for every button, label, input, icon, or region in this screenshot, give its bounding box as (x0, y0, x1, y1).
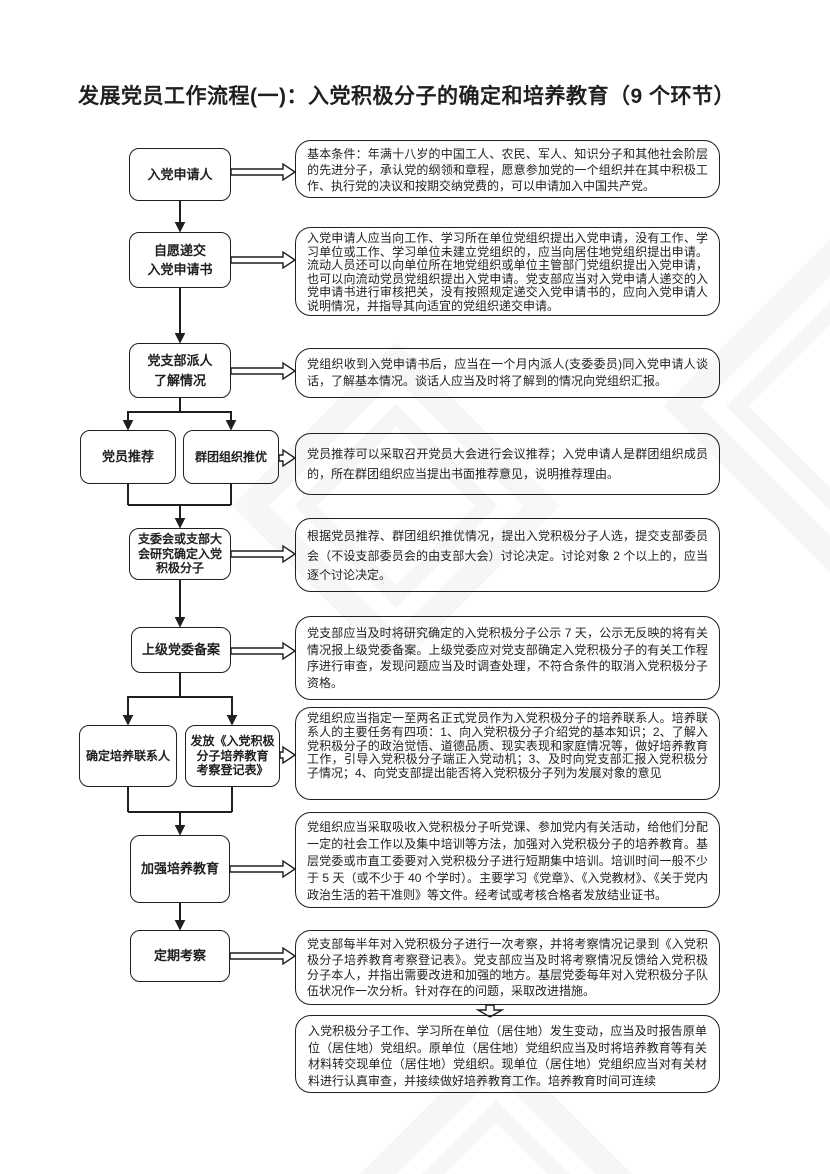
flow-node-periodic-review: 定期考察 (130, 930, 230, 982)
flow-node-committee-confirm: 支委会或支部大 会研究确定入党 积极分子 (129, 528, 231, 580)
final-note-text: 入党积极分子工作、学习所在单位（居住地）发生变动，应当及时报告原单位（居住地）党… (308, 1024, 707, 1088)
desc-box-4: 党员推荐可以采取召开党员大会进行会议推荐；入党申请人是群团组织成员的，所在群团组… (295, 433, 720, 495)
flow-node-member-recommend: 党员推荐 (80, 430, 176, 484)
desc-text: 党组织应当指定一至两名正式党员作为入党积极分子的培养联系人。培养联系人的主要任务… (307, 711, 708, 781)
page-title: 发展党员工作流程(一)：入党积极分子的确定和培养教育（9 个环节） (78, 85, 735, 108)
flow-node-applicant: 入党申请人 (129, 148, 231, 201)
hollow-arrow-desc-4 (278, 448, 297, 468)
flow-node-label: 支委会或支部大 会研究确定入党 积极分子 (137, 532, 222, 576)
flow-node-issue-form: 发放《入党积极 分子培养教育 考察登记表》 (185, 725, 280, 787)
desc-box-6: 党支部应当及时将研究确定的入党积极分子公示 7 天，公示无反映的将有关情况报上级… (295, 616, 720, 700)
desc-box-1: 基本条件：年满十八岁的中国工人、农民、军人、知识分子和其他社会阶层的先进分子，承… (295, 140, 720, 198)
hollow-arrow-desc-2 (230, 250, 297, 270)
desc-box-9: 党支部每半年对入党积极分子进行一次考察，并将考察情况记录到《入党积极分子培养教育… (295, 930, 720, 1005)
hollow-arrow-final-note (475, 1004, 505, 1018)
flow-node-strengthen-education: 加强培养教育 (130, 835, 230, 903)
desc-box-7: 党组织应当指定一至两名正式党员作为入党积极分子的培养联系人。培养联系人的主要任务… (295, 707, 720, 800)
desc-box-2: 入党申请人应当向工作、学习所在单位党组织提出入党申请，没有工作、学习单位或工作、… (295, 227, 720, 316)
flow-node-assign-contacts: 确定培养联系人 (79, 725, 177, 787)
flow-node-label: 党支部派人 了解情况 (147, 353, 213, 388)
desc-text: 根据党员推荐、群团组织推优情况，提出入党积极分子人选，提交支部委员会（不设支部委… (307, 529, 708, 582)
flow-node-label: 群团组织推优 (194, 450, 267, 464)
flow-node-league-recommend: 群团组织推优 (183, 430, 279, 484)
hollow-arrow-desc-6 (230, 641, 297, 661)
flow-node-label: 入党申请人 (147, 166, 213, 182)
desc-text: 党员推荐可以采取召开党员大会进行会议推荐；入党申请人是群团组织成员的，所在群团组… (307, 447, 708, 481)
desc-box-3: 党组织收到入党申请书后，应当在一个月内派人(支委委员)同入党申请人谈话，了解基本… (295, 348, 720, 398)
desc-text: 党组织收到入党申请书后，应当在一个月内派人(支委委员)同入党申请人谈话，了解基本… (307, 357, 708, 388)
flow-node-label: 上级党委备案 (141, 642, 220, 658)
flow-node-label: 发放《入党积极 分子培养教育 考察登记表》 (190, 734, 275, 778)
desc-text: 入党申请人应当向工作、学习所在单位党组织提出入党申请，没有工作、学习单位或工作、… (307, 231, 708, 313)
hollow-arrow-desc-9 (229, 946, 297, 966)
hollow-arrow-desc-7 (279, 745, 297, 765)
desc-text: 基本条件：年满十八岁的中国工人、农民、军人、知识分子和其他社会阶层的先进分子，承… (307, 147, 708, 193)
connector-split-step7 (128, 673, 232, 698)
hollow-arrow-desc-8 (229, 859, 297, 879)
connector-split-step4 (128, 398, 231, 413)
flow-node-higher-committee-record: 上级党委备案 (131, 627, 231, 673)
desc-text: 党支部应当及时将研究确定的入党积极分子公示 7 天，公示无反映的将有关情况报上级… (307, 626, 708, 690)
flow-node-label: 加强培养教育 (140, 861, 219, 877)
hollow-arrow-desc-3 (230, 361, 297, 381)
flow-node-submit-application: 自愿递交 入党申请书 (129, 232, 231, 288)
flow-node-label: 党员推荐 (101, 449, 154, 465)
flow-node-label: 确定培养联系人 (85, 749, 170, 763)
desc-box-5: 根据党员推荐、群团组织推优情况，提出入党积极分子人选，提交支部委员会（不设支部委… (295, 518, 720, 592)
flow-node-label: 自愿递交 入党申请书 (147, 242, 213, 278)
desc-text: 党支部每半年对入党积极分子进行一次考察，并将考察情况记录到《入党积极分子培养教育… (307, 937, 708, 998)
flow-node-branch-talk: 党支部派人 了解情况 (129, 343, 231, 398)
flow-node-label: 定期考察 (153, 948, 206, 964)
final-note-box: 入党积极分子工作、学习所在单位（居住地）发生变动，应当及时报告原单位（居住地）党… (295, 1015, 720, 1093)
connector-merge-step7 (127, 787, 233, 813)
hollow-arrow-desc-5 (230, 544, 297, 564)
desc-box-8: 党组织应当采取吸收入党积极分子听党课、参加党内有关活动，给他们分配一定的社会工作… (295, 812, 720, 908)
desc-text: 党组织应当采取吸收入党积极分子听党课、参加党内有关活动，给他们分配一定的社会工作… (307, 820, 708, 902)
hollow-arrow-desc-1 (230, 162, 297, 182)
connector-merge-step4 (127, 484, 232, 506)
